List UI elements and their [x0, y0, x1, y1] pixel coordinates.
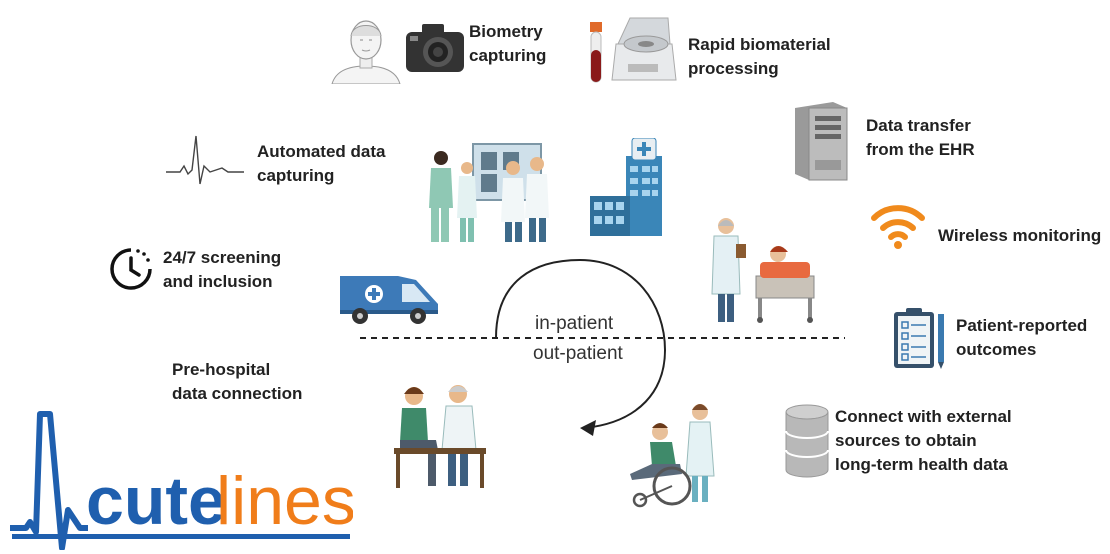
- cycle-arc: [495, 258, 667, 429]
- wifi-icon: [871, 205, 925, 249]
- face-icon: [331, 20, 401, 84]
- clock-icon: [110, 248, 152, 290]
- cycle-arrowhead: [580, 420, 596, 436]
- hospital-building-icon: [590, 138, 662, 236]
- blood-tube-icon: [590, 22, 602, 83]
- database-icon: [785, 404, 829, 478]
- out-patient-label: out-patient: [533, 343, 623, 364]
- ecg-waveform-icon: [166, 135, 244, 185]
- centrifuge-icon: [611, 17, 677, 81]
- clipboard-checklist-icon: [894, 308, 944, 369]
- doctors-group-icon: [429, 143, 549, 242]
- logo-cute-text: cute: [86, 463, 226, 539]
- doctor-patient-bed-icon: [711, 218, 815, 323]
- label-wireless: Wireless monitoring: [938, 226, 1102, 245]
- acutelines-logo-graphic: cute lines: [10, 411, 353, 550]
- acutelines-logo: cute lines: [8, 410, 353, 550]
- camera-icon: [406, 24, 464, 72]
- wheelchair-nurse-icon: [630, 404, 715, 508]
- patient-cycle-diagram: [360, 258, 845, 436]
- server-tower-icon: [795, 102, 848, 181]
- consultation-icon: [394, 385, 486, 488]
- in-patient-label: in-patient: [535, 313, 614, 334]
- ambulance-icon: [340, 276, 438, 324]
- logo-lines-text: lines: [216, 463, 353, 539]
